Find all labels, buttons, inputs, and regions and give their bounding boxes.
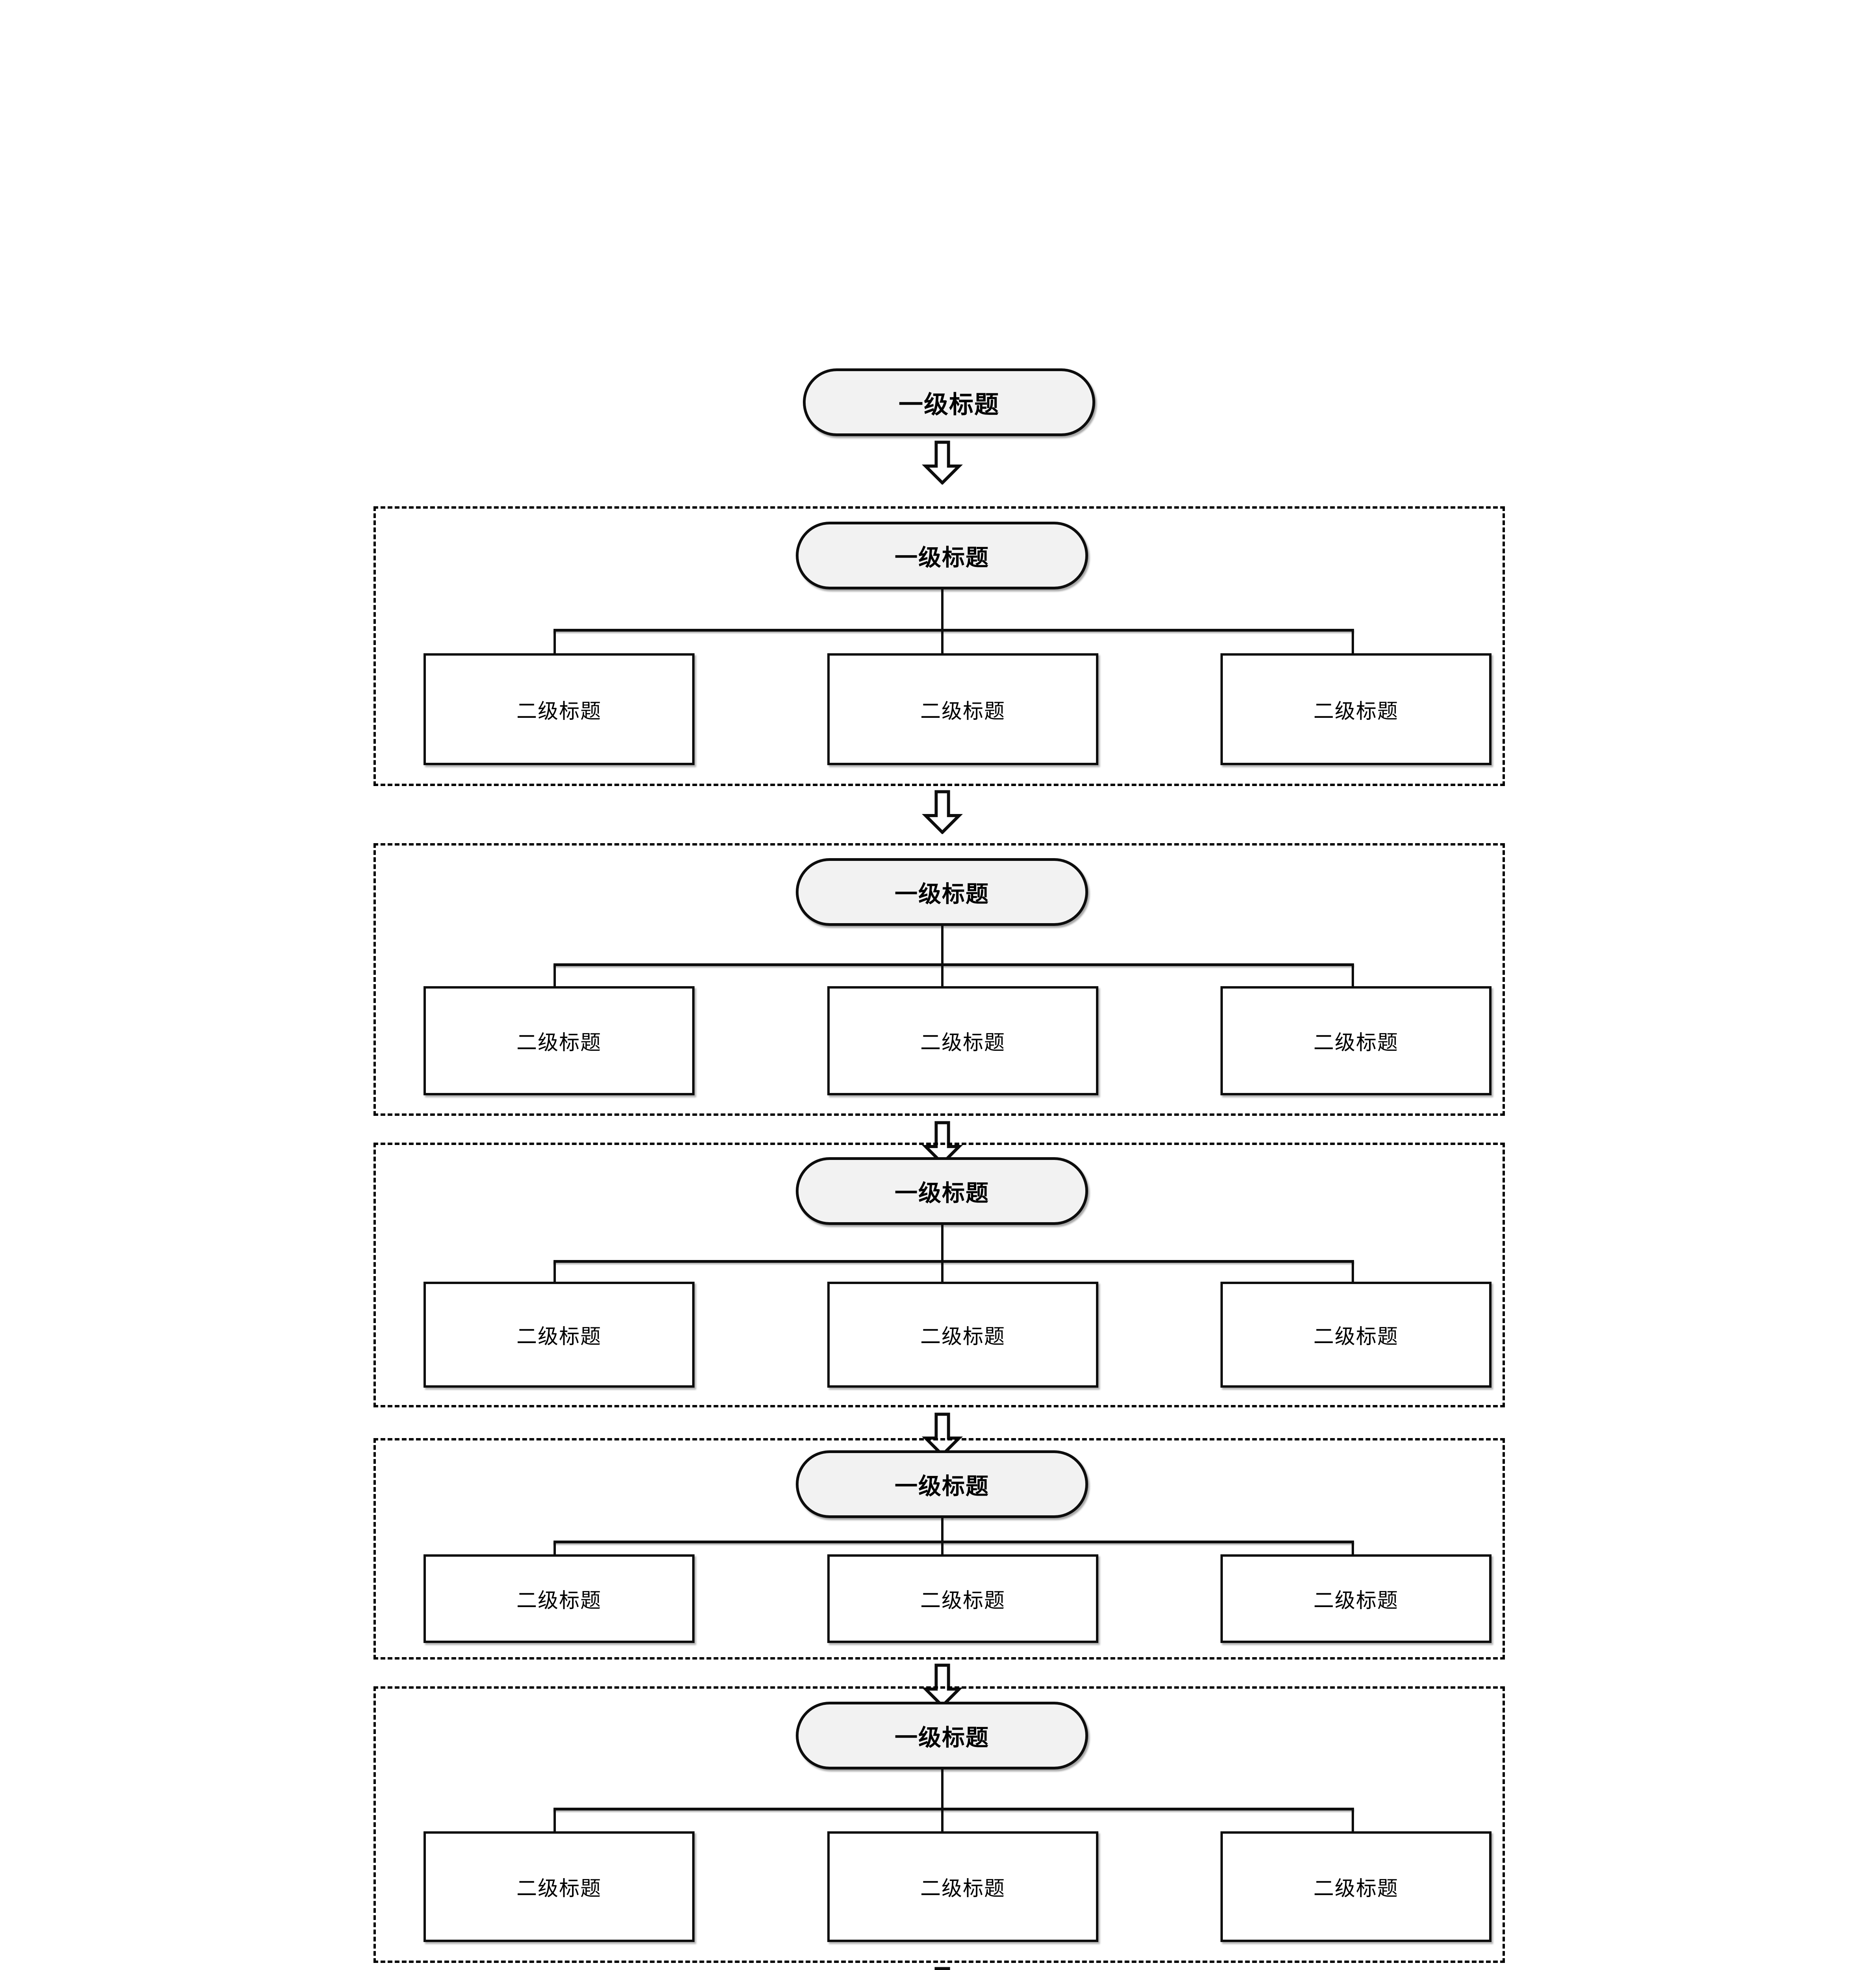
group-2-level2-node-2-label: 二级标题	[920, 1031, 1005, 1055]
group-1-child-3-drop	[1352, 629, 1354, 655]
group-5-child-3-drop	[1352, 1808, 1354, 1833]
group-2-child-2-drop	[941, 963, 944, 988]
group-3-level2-node-1[interactable]: 二级标题	[423, 1282, 695, 1388]
group-5-child-1-drop	[554, 1808, 556, 1833]
group-4-child-3-drop	[1352, 1541, 1354, 1556]
group-2-level2-node-1[interactable]: 二级标题	[423, 986, 695, 1095]
group-2-child-3-drop	[1352, 963, 1354, 988]
group-2-level2-node-3-label: 二级标题	[1313, 1031, 1399, 1055]
group-5-level1-node-label: 一级标题	[894, 1724, 989, 1751]
group-4-level2-node-3[interactable]: 二级标题	[1220, 1554, 1492, 1643]
group-1-level2-node-1[interactable]: 二级标题	[423, 653, 695, 765]
group-4-level2-node-3-label: 二级标题	[1313, 1589, 1399, 1613]
group-4-child-2-drop	[941, 1541, 944, 1556]
group-2-level2-node-2[interactable]: 二级标题	[827, 986, 1098, 1095]
group-4-level2-node-2[interactable]: 二级标题	[827, 1554, 1098, 1643]
group-2-parent-stem	[941, 926, 944, 966]
group-4-connector-bar	[554, 1541, 1354, 1543]
down-arrow-5	[919, 1967, 966, 1970]
group-4-level2-node-1[interactable]: 二级标题	[423, 1554, 695, 1643]
group-container-1[interactable]	[373, 506, 1505, 786]
group-3-level2-node-1-label: 二级标题	[516, 1325, 602, 1349]
group-3-parent-stem	[941, 1225, 944, 1263]
group-5-level2-node-1[interactable]: 二级标题	[423, 1831, 695, 1942]
group-3-child-1-drop	[554, 1260, 556, 1283]
group-container-4[interactable]	[373, 1438, 1505, 1660]
group-5-level1-node[interactable]: 一级标题	[796, 1702, 1088, 1769]
group-5-child-2-drop	[941, 1808, 944, 1833]
group-5-level2-node-2-label: 二级标题	[920, 1877, 1005, 1901]
group-5-level2-node-1-label: 二级标题	[516, 1877, 602, 1901]
group-3-connector-bar	[554, 1260, 1354, 1263]
group-3-level2-node-2[interactable]: 二级标题	[827, 1282, 1098, 1388]
group-4-level2-node-2-label: 二级标题	[920, 1589, 1005, 1613]
group-3-level1-node-label: 一级标题	[894, 1180, 989, 1206]
group-1-connector-bar	[554, 629, 1354, 632]
down-arrow-0	[919, 440, 966, 485]
group-container-3[interactable]	[373, 1143, 1505, 1407]
group-4-child-1-drop	[554, 1541, 556, 1556]
group-1-level2-node-3[interactable]: 二级标题	[1220, 653, 1492, 765]
group-3-level2-node-3[interactable]: 二级标题	[1220, 1282, 1492, 1388]
down-arrow-1	[919, 790, 966, 834]
group-5-level2-node-3-label: 二级标题	[1313, 1877, 1399, 1901]
group-2-level1-node[interactable]: 一级标题	[796, 858, 1088, 926]
group-3-child-3-drop	[1352, 1260, 1354, 1283]
group-2-connector-bar	[554, 963, 1354, 966]
group-3-level2-node-2-label: 二级标题	[920, 1325, 1005, 1349]
group-1-child-2-drop	[941, 629, 944, 655]
group-3-child-2-drop	[941, 1260, 944, 1283]
group-4-level1-node-label: 一级标题	[894, 1473, 989, 1500]
group-1-level1-node-label: 一级标题	[894, 544, 989, 571]
group-4-level2-node-1-label: 二级标题	[516, 1589, 602, 1613]
top-level1-node[interactable]: 一级标题	[803, 368, 1095, 436]
group-1-level2-node-2-label: 二级标题	[920, 699, 1005, 723]
group-5-level2-node-3[interactable]: 二级标题	[1220, 1831, 1492, 1942]
group-2-child-1-drop	[554, 963, 556, 988]
down-arrow-4	[919, 1663, 966, 1708]
group-5-parent-stem	[941, 1769, 944, 1810]
group-2-level1-node-label: 一级标题	[894, 881, 989, 907]
group-1-level2-node-2[interactable]: 二级标题	[827, 653, 1098, 765]
group-container-2[interactable]	[373, 843, 1505, 1116]
group-1-level2-node-3-label: 二级标题	[1313, 699, 1399, 723]
down-arrow-3	[919, 1412, 966, 1457]
group-3-level2-node-3-label: 二级标题	[1313, 1325, 1399, 1349]
group-2-level2-node-3[interactable]: 二级标题	[1220, 986, 1492, 1095]
group-container-5[interactable]	[373, 1686, 1505, 1963]
group-1-level1-node[interactable]: 一级标题	[796, 522, 1088, 589]
group-5-connector-bar	[554, 1808, 1354, 1810]
group-5-level2-node-2[interactable]: 二级标题	[827, 1831, 1098, 1942]
group-1-level2-node-1-label: 二级标题	[516, 699, 602, 723]
group-4-level1-node[interactable]: 一级标题	[796, 1450, 1088, 1518]
group-3-level1-node[interactable]: 一级标题	[796, 1157, 1088, 1225]
group-4-parent-stem	[941, 1518, 944, 1543]
group-1-child-1-drop	[554, 629, 556, 655]
group-1-parent-stem	[941, 589, 944, 632]
group-2-level2-node-1-label: 二级标题	[516, 1031, 602, 1055]
top-level1-node-label: 一级标题	[898, 390, 999, 419]
